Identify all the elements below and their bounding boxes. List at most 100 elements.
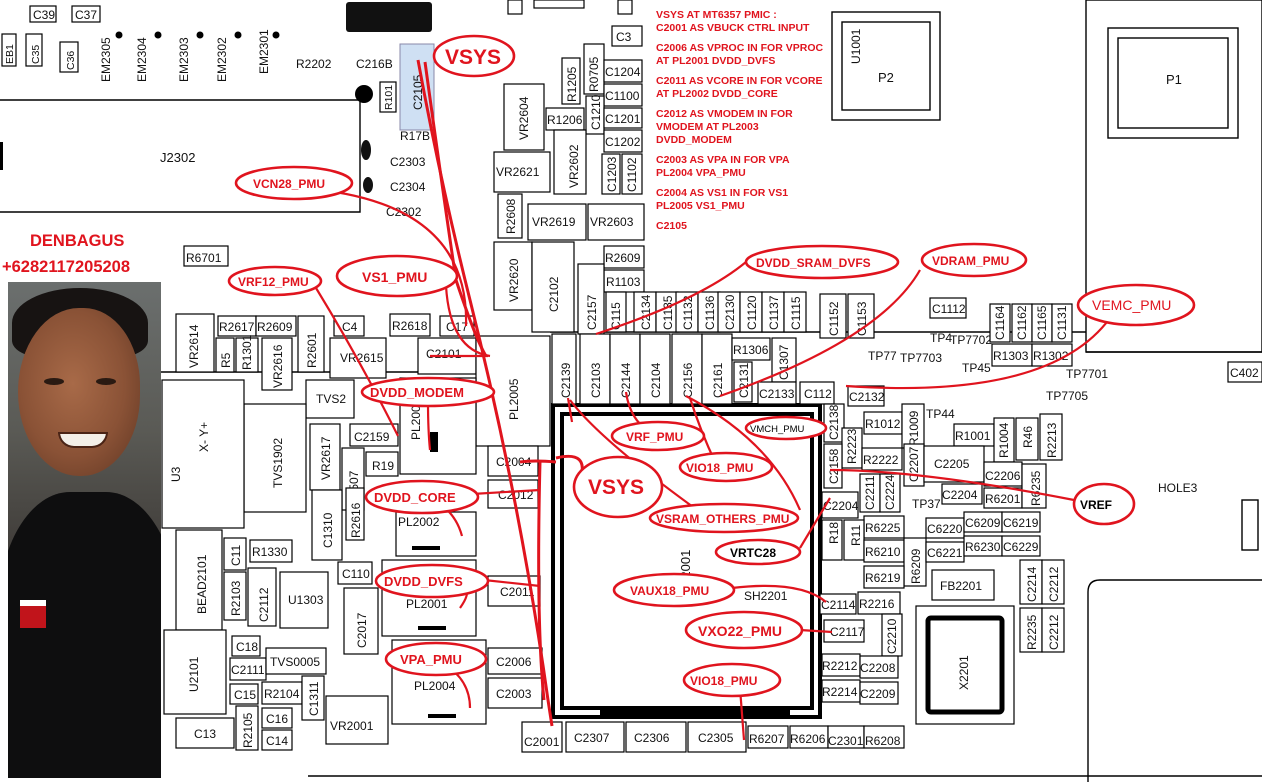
annotation-vpa: VPA_PMU: [384, 641, 488, 677]
svg-text:C1137: C1137: [767, 295, 781, 330]
svg-text:BEAD2101: BEAD2101: [195, 554, 209, 614]
label-C39: C39: [33, 8, 55, 22]
svg-text:R6225: R6225: [865, 521, 901, 535]
svg-text:C2112: C2112: [257, 587, 271, 622]
connector-black-pad: [346, 2, 432, 32]
svg-text:R2609: R2609: [605, 251, 641, 265]
svg-text:C1210: C1210: [589, 94, 603, 130]
svg-text:X2201: X2201: [957, 655, 971, 690]
svg-text:R5: R5: [219, 352, 233, 368]
annotation-vio18-upper: VIO18_PMU: [678, 451, 774, 483]
svg-text:R2103: R2103: [229, 580, 243, 616]
annotation-dvdd-dvfs: DVDD_DVFS: [374, 563, 490, 599]
svg-text:C2211: C2211: [863, 475, 877, 510]
svg-text:R2235: R2235: [1025, 614, 1039, 650]
svg-text:EM2304: EM2304: [135, 37, 149, 82]
svg-text:PL2002: PL2002: [398, 515, 440, 529]
svg-text:U1303: U1303: [288, 593, 324, 607]
annotation-vio18-lower: VIO18_PMU: [682, 662, 782, 698]
svg-text:C1165: C1165: [1035, 305, 1049, 340]
svg-text:TP7703: TP7703: [900, 351, 942, 365]
svg-text:VSRAM_OTHERS_PMU: VSRAM_OTHERS_PMU: [656, 512, 789, 526]
note-line: C2006 AS VPROC IN FOR VPROC: [656, 42, 823, 54]
label-C216B: C216B: [356, 57, 393, 71]
svg-text:C2132: C2132: [849, 390, 885, 404]
svg-text:R2212: R2212: [822, 659, 858, 673]
svg-text:C1203: C1203: [605, 156, 619, 192]
svg-text:C2101: C2101: [426, 347, 462, 361]
svg-text:VR2604: VR2604: [517, 96, 531, 140]
svg-text:C2102: C2102: [547, 276, 561, 312]
svg-text:C6221: C6221: [927, 546, 963, 560]
svg-text:R2213: R2213: [1045, 422, 1059, 458]
svg-text:C1164: C1164: [993, 305, 1007, 340]
svg-text:R6230: R6230: [965, 540, 1001, 554]
svg-text:EB1: EB1: [4, 44, 16, 64]
svg-text:U1001: U1001: [849, 28, 863, 64]
svg-text:R2608: R2608: [504, 198, 518, 234]
svg-text:VMCH_PMU: VMCH_PMU: [750, 424, 805, 435]
svg-text:C2114: C2114: [821, 598, 856, 612]
svg-text:C2206: C2206: [985, 469, 1021, 483]
svg-text:VR2602: VR2602: [567, 144, 581, 188]
svg-text:C2104: C2104: [649, 362, 663, 398]
svg-text:R2617: R2617: [219, 320, 255, 334]
svg-text:C115: C115: [609, 302, 623, 330]
svg-text:VR2620: VR2620: [507, 258, 521, 302]
svg-text:VREF: VREF: [1080, 498, 1112, 512]
svg-text:R6235: R6235: [1029, 470, 1043, 506]
component-C37: [71, 5, 101, 23]
svg-text:VR2614: VR2614: [187, 324, 201, 368]
svg-text:VIO18_PMU: VIO18_PMU: [690, 674, 757, 688]
svg-text:VRF12_PMU: VRF12_PMU: [238, 275, 309, 289]
svg-text:R2222: R2222: [863, 453, 899, 467]
svg-text:R2601: R2601: [305, 332, 319, 368]
svg-text:U3: U3: [169, 466, 183, 482]
annotation-vrtc28: VRTC28: [714, 538, 802, 566]
svg-text:R1330: R1330: [252, 545, 288, 559]
svg-text:R1009: R1009: [907, 410, 921, 446]
svg-text:R2618: R2618: [392, 319, 428, 333]
svg-text:C2139: C2139: [559, 362, 573, 398]
svg-text:C2117: C2117: [830, 625, 865, 639]
svg-text:C2138: C2138: [827, 404, 841, 440]
svg-text:TP44: TP44: [926, 407, 955, 421]
top-right-chips: U1001 P2 P1: [507, 0, 1182, 87]
svg-text:C13: C13: [194, 727, 216, 741]
pmic-outline: [551, 403, 822, 719]
note-line: C2011 AS VCORE IN FOR VCORE: [656, 75, 823, 87]
svg-text:PL2005: PL2005: [507, 378, 521, 420]
svg-text:R6210: R6210: [865, 545, 901, 559]
note-line: C2004 AS VS1 IN FOR VS1: [656, 187, 788, 199]
svg-text:R1306: R1306: [733, 343, 769, 357]
svg-text:R1303: R1303: [993, 349, 1029, 363]
note-line: DVDD_MODEM: [656, 134, 732, 146]
svg-text:R6206: R6206: [790, 732, 826, 746]
svg-text:R0705: R0705: [587, 56, 601, 92]
svg-text:R1301: R1301: [240, 334, 254, 370]
svg-text:C18: C18: [236, 640, 258, 654]
svg-text:C2006: C2006: [496, 655, 532, 669]
signal-traces: [299, 59, 1111, 741]
label-C2304: C2304: [390, 180, 426, 194]
svg-text:C2144: C2144: [619, 362, 633, 398]
svg-text:R2223: R2223: [845, 428, 859, 464]
svg-text:R6701: R6701: [186, 251, 222, 265]
mount-hole: [355, 85, 373, 103]
svg-text:C2214: C2214: [1025, 566, 1039, 602]
svg-text:EM2302: EM2302: [215, 37, 229, 82]
note-line: C2001 AS VBUCK CTRL INPUT: [656, 22, 810, 34]
svg-text:VR2621: VR2621: [496, 165, 540, 179]
svg-text:C2207: C2207: [907, 446, 921, 482]
technician-name: DENBAGUS: [30, 232, 124, 250]
svg-text:C112: C112: [804, 387, 832, 401]
svg-text:DVDD_DVFS: DVDD_DVFS: [384, 574, 463, 589]
svg-text:R1103: R1103: [606, 275, 641, 289]
svg-text:C110: C110: [342, 567, 370, 581]
svg-text:C36: C36: [65, 51, 77, 70]
label-C2303: C2303: [390, 155, 426, 169]
svg-text:C2161: C2161: [711, 362, 725, 398]
svg-text:C1100: C1100: [605, 89, 640, 103]
svg-text:C2301: C2301: [828, 734, 864, 748]
svg-text:C6219: C6219: [1003, 516, 1039, 530]
